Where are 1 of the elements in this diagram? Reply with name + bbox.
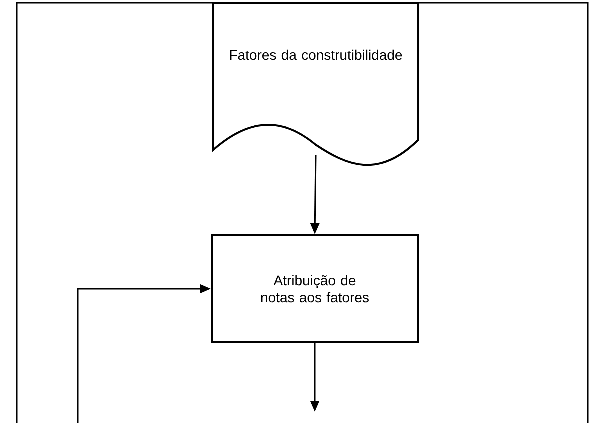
process-box: Atribuição de notas aos fatores	[211, 234, 419, 344]
